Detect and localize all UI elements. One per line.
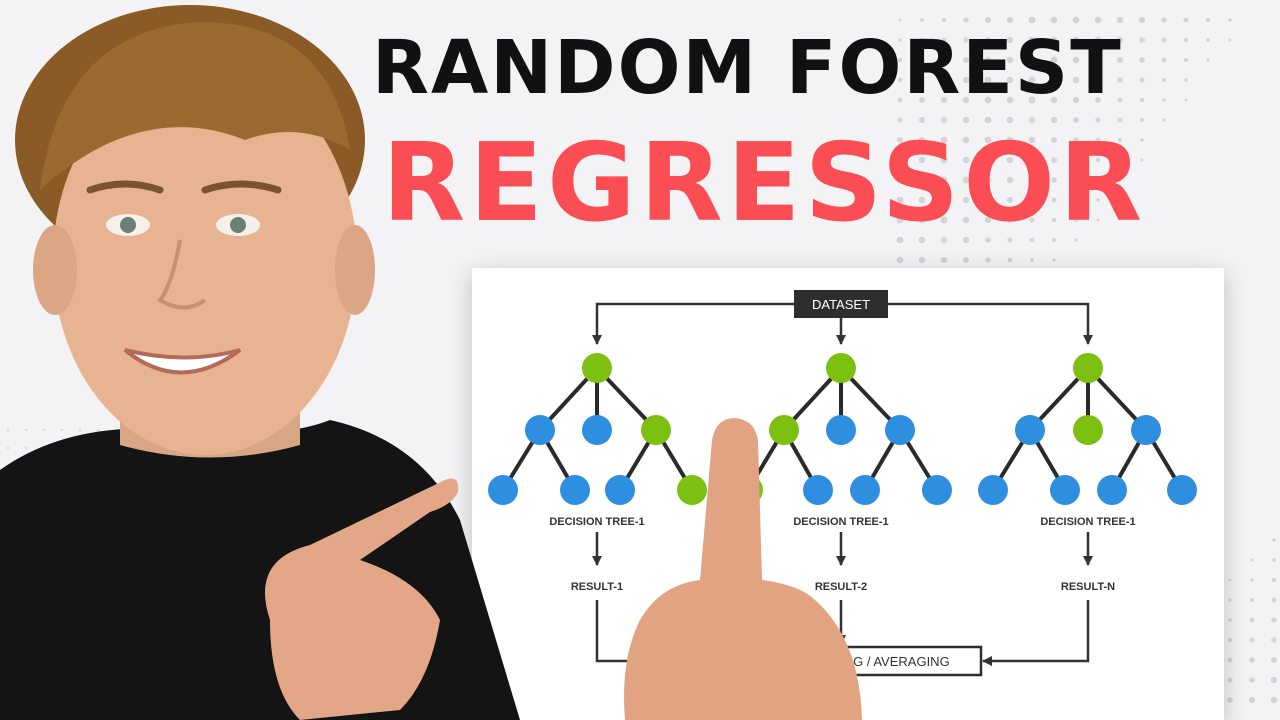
tree-1-node-8 bbox=[677, 475, 707, 505]
tree-2-node-7 bbox=[850, 475, 880, 505]
raised-finger-hand bbox=[624, 418, 862, 720]
presenter-body bbox=[0, 420, 520, 720]
tree-1-node-4 bbox=[641, 415, 671, 445]
tree-3-node-7 bbox=[1097, 475, 1127, 505]
tree-3-node-6 bbox=[1050, 475, 1080, 505]
tree-1-node-1 bbox=[582, 353, 612, 383]
tree-3-node-3 bbox=[1073, 415, 1103, 445]
smile bbox=[123, 348, 242, 375]
tree-label-3: DECISION TREE-1 bbox=[1040, 516, 1135, 528]
tree-1-node-3 bbox=[582, 415, 612, 445]
tree-2-node-6 bbox=[803, 475, 833, 505]
result-label-2: RESULT-2 bbox=[815, 581, 867, 593]
tree-3-node-2 bbox=[1015, 415, 1045, 445]
tree-2-node-1 bbox=[826, 353, 856, 383]
tree-2-node-4 bbox=[885, 415, 915, 445]
tree-3-node-5 bbox=[978, 475, 1008, 505]
flow-arrow bbox=[592, 302, 794, 345]
tree-3-node-4 bbox=[1131, 415, 1161, 445]
title-line-1: RANDOM FOREST bbox=[372, 25, 1123, 111]
tree-1-node-5 bbox=[488, 475, 518, 505]
tree-2-node-3 bbox=[826, 415, 856, 445]
flow-arrow bbox=[982, 600, 1090, 666]
flow-arrow bbox=[888, 302, 1093, 345]
tree-3-node-8 bbox=[1167, 475, 1197, 505]
tree-1-node-2 bbox=[525, 415, 555, 445]
tree-3-node-1 bbox=[1073, 353, 1103, 383]
tree-2-node-2 bbox=[769, 415, 799, 445]
dataset-box: DATASET bbox=[794, 290, 888, 318]
result-label-3: RESULT-N bbox=[1061, 581, 1115, 593]
title-line-2: REGRESSOR bbox=[382, 121, 1147, 246]
tree-2-node-8 bbox=[922, 475, 952, 505]
presenter-face bbox=[53, 65, 357, 455]
pointing-hand-left bbox=[265, 478, 459, 720]
result-label-1: RESULT-1 bbox=[571, 581, 623, 593]
tree-label-1: DECISION TREE-1 bbox=[549, 516, 644, 528]
dataset-label: DATASET bbox=[812, 297, 870, 312]
tree-1-node-7 bbox=[605, 475, 635, 505]
tree-label-2: DECISION TREE-1 bbox=[793, 516, 888, 528]
tree-1-node-6 bbox=[560, 475, 590, 505]
